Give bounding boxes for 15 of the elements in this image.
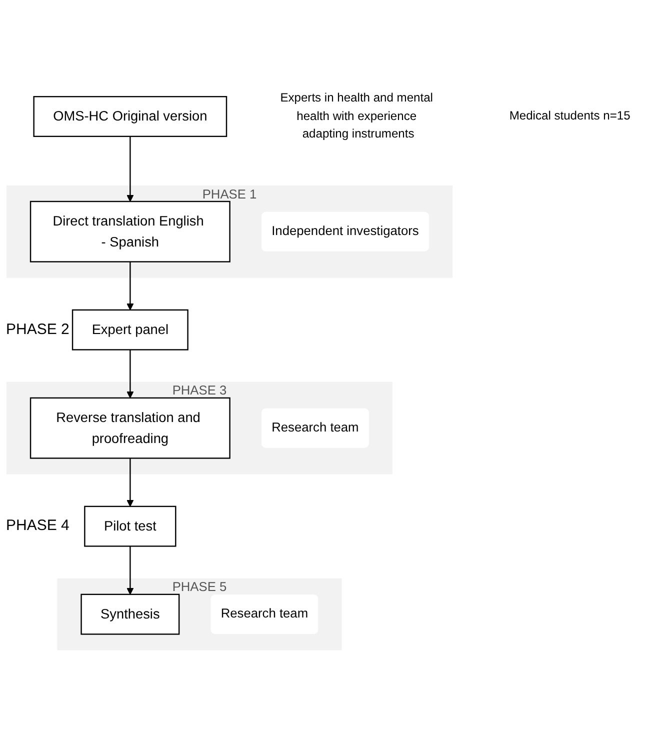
arrow <box>126 136 134 202</box>
arrow <box>126 262 134 310</box>
node-text: Experts in health and mental health with experience adapting instruments <box>280 90 433 141</box>
node-box: Direct translation English - Spanish <box>30 200 230 262</box>
node-box: Synthesis <box>80 594 180 635</box>
arrow <box>126 546 134 595</box>
node-box: Pilot test <box>84 506 176 547</box>
node-text: Medical students n=15 <box>509 109 630 123</box>
phase-label: PHASE 4 <box>6 517 70 534</box>
arrow <box>126 458 134 507</box>
node-box: OMS-HC Original version <box>33 96 228 137</box>
node-box: Expert panel <box>72 309 188 350</box>
node-box: Reverse translation and proofreading <box>30 397 230 459</box>
arrow <box>126 350 134 398</box>
phase-label: PHASE 2 <box>6 320 70 338</box>
